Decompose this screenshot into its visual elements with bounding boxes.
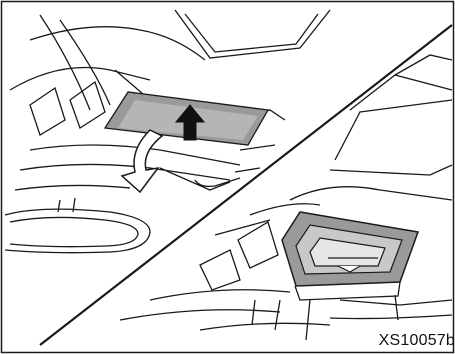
figure-code-label: XS10057b (379, 332, 455, 350)
